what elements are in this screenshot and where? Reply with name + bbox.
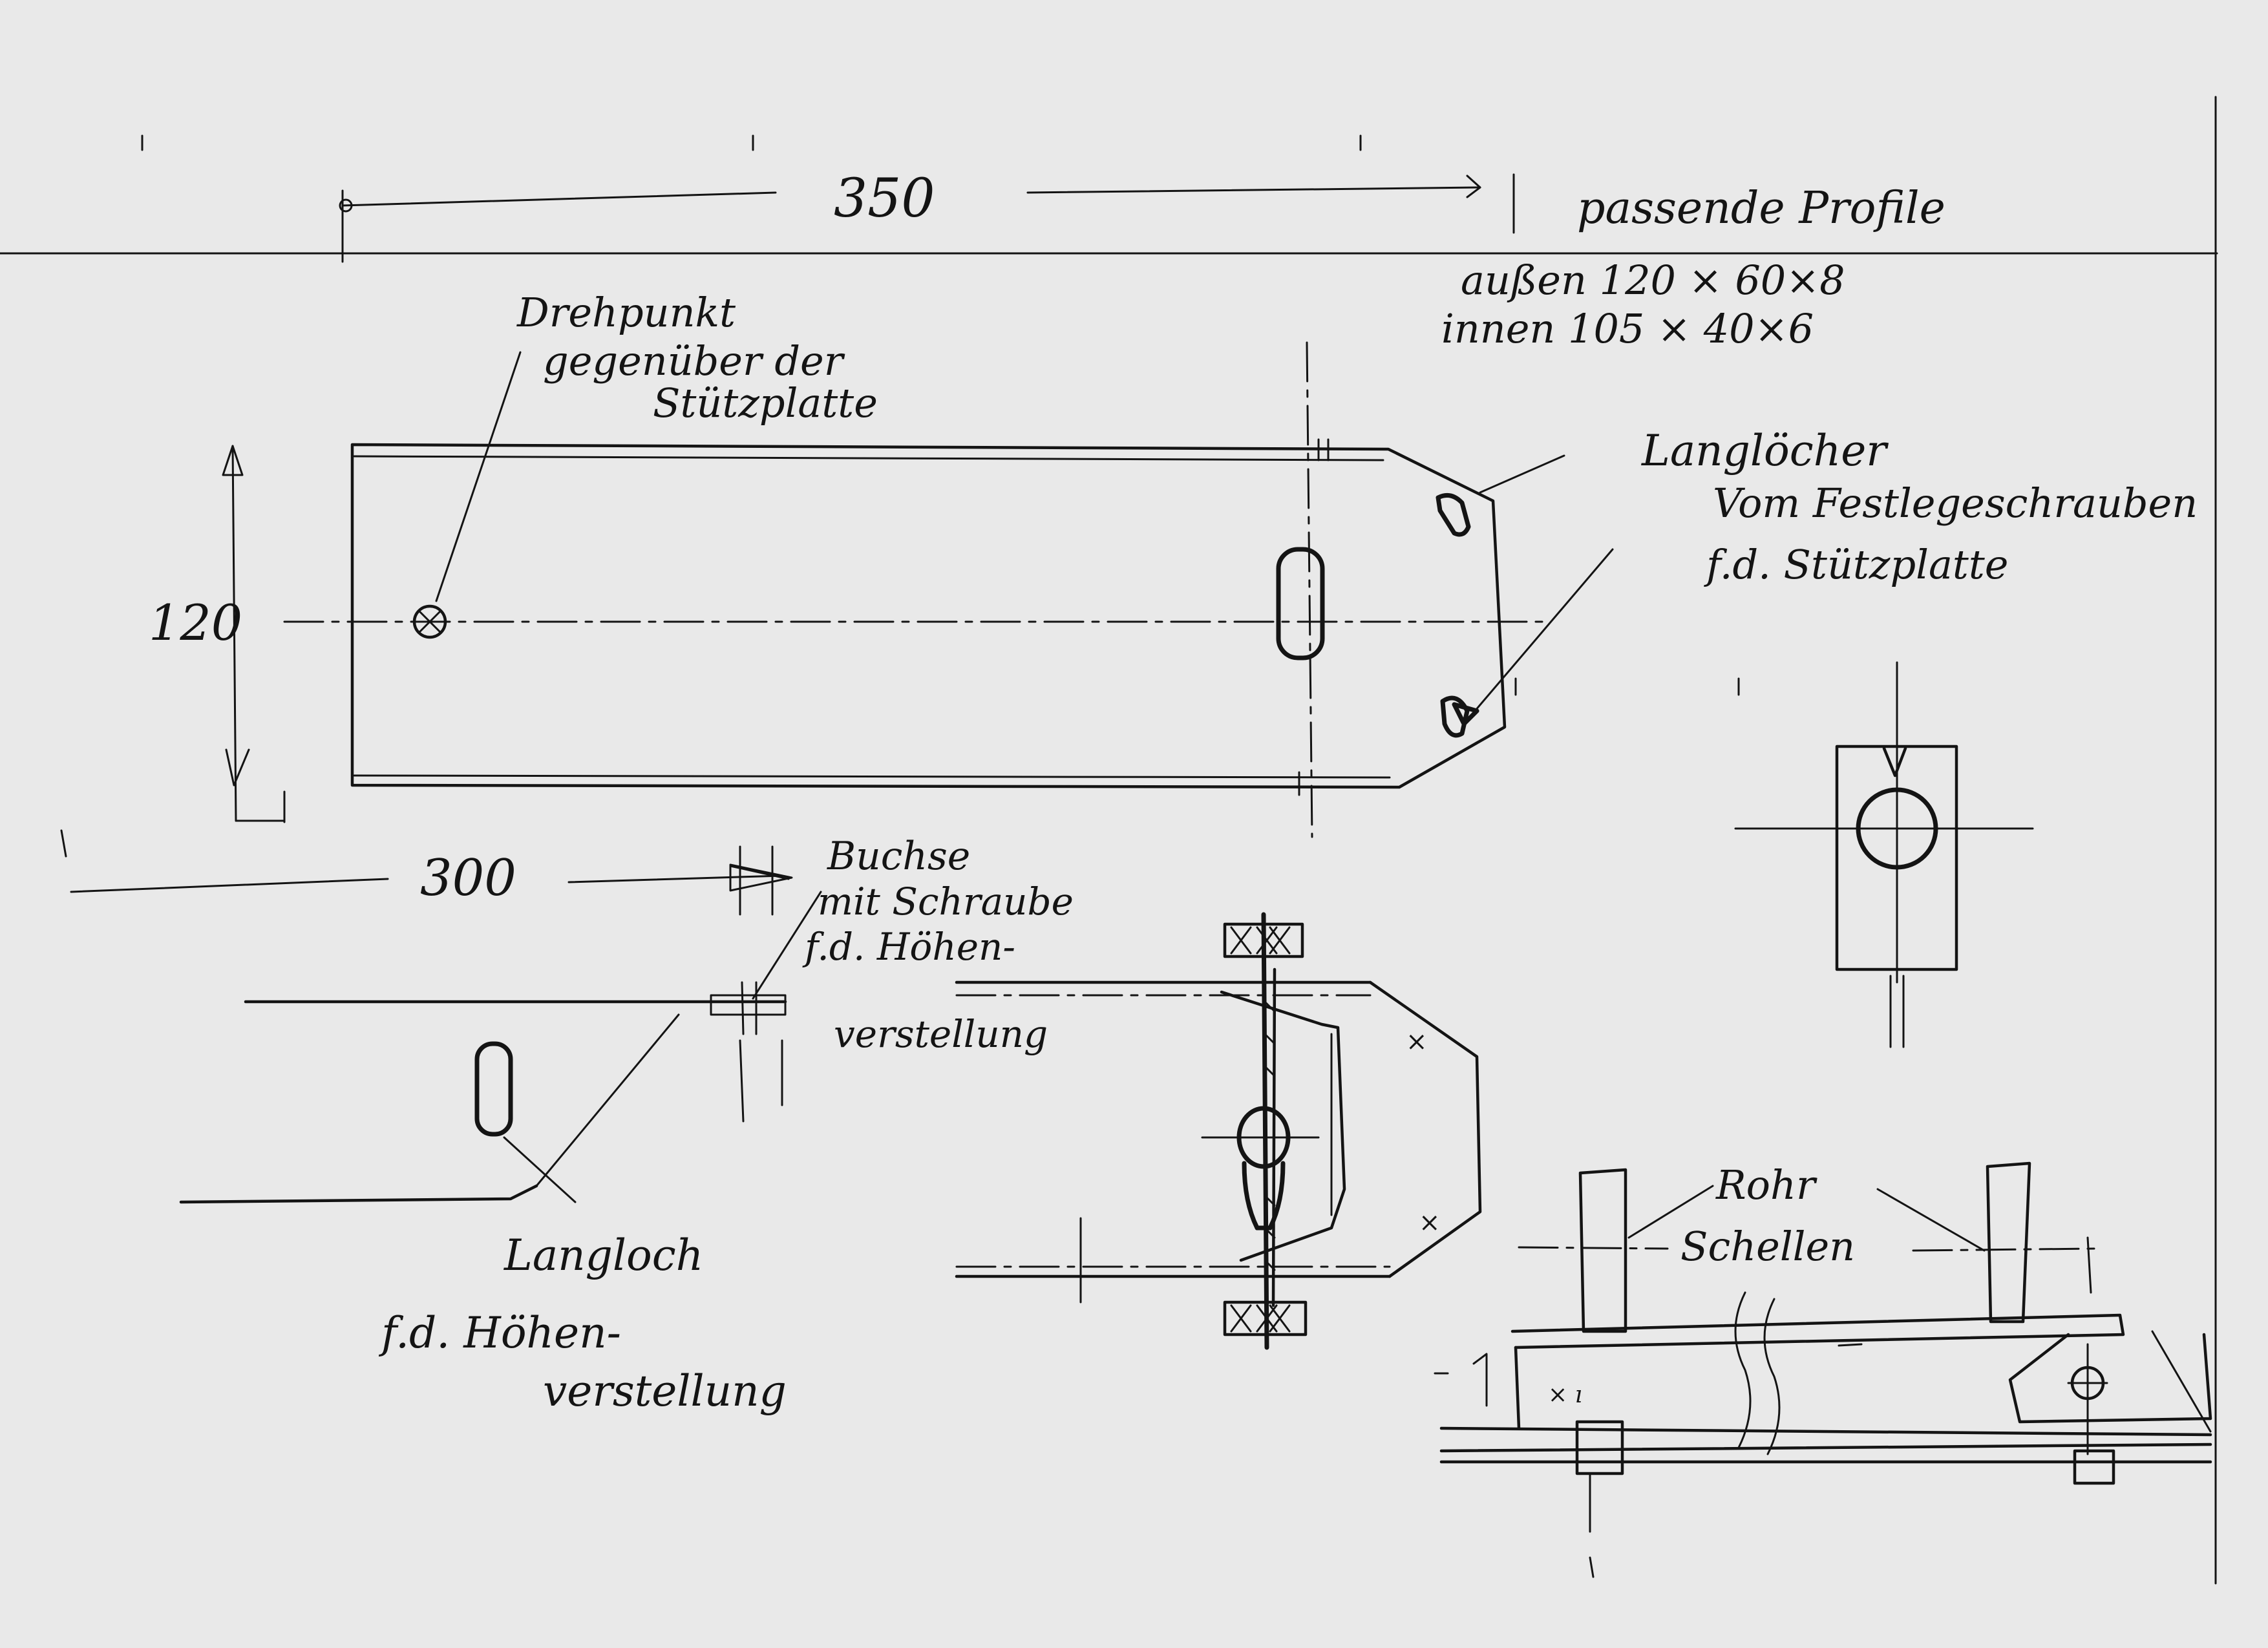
center-line [739,1039,745,1123]
hole-mark-x: × [1419,1208,1441,1238]
note-profile-aussen: außen 120 × 60×8 [1461,257,1845,304]
note-langloecher-line3: f.d. Stützplatte [1704,541,2008,588]
dimension-line-left [70,878,389,893]
vertical-center-line [1306,341,1313,838]
break-line [1734,1291,1752,1449]
slot-hole [1276,547,1325,660]
dimension-arrowhead [729,863,793,892]
note-buchse-line4: verstellung [834,1012,1048,1056]
bottom-nut-hatch [1230,1304,1291,1333]
plate-bottom-edge-inner [353,774,1391,779]
height-adjustment-assembly: × × [955,912,1482,1350]
plate-top-edge-inner [353,455,1384,461]
leader-line-lower [1463,548,1614,725]
dimension-300: 300 [60,829,793,916]
slot-hole-height [474,1041,513,1137]
note-langloecher: Langlöcher Vom Festlegeschrauben f.d. St… [1452,426,2198,726]
tick-mark [1838,1343,1863,1347]
pivot-cross [418,609,442,634]
dimension-terminator [339,198,353,213]
threaded-rod [1261,912,1269,1350]
clamp-bar [1510,1313,2125,1349]
clamp-assembly: × ı [1434,1161,2212,1578]
center-line-left [1518,1246,1669,1250]
plate-outline [350,443,1507,789]
note-langloch-line3: verstellung [543,1366,787,1416]
lever-outline [1220,990,1346,1262]
note-langloch-line2: f.d. Höhen- [378,1308,621,1358]
dimension-extension-left [60,829,67,858]
block-bevel-line [2151,1330,2212,1433]
dimension-120: 120 [149,445,286,823]
note-buchse-line1: Buchse [827,834,970,879]
note-profile-title: passende Profile [1577,183,1945,234]
dimension-arrow-bottom [225,748,250,787]
bolt-head-right [2073,1449,2115,1485]
note-langloch-line1: Langloch [503,1231,703,1280]
note-langloecher-line2: Vom Festlegeschrauben [1713,480,2198,527]
dimension-line-right [567,874,783,883]
note-drehpunkt-line3: Stützplatte [653,379,878,427]
dimension-arrow-top [222,445,244,476]
note-rohr-schellen: Rohr Schellen [1627,1161,1986,1270]
leader-line-left [1627,1185,1714,1239]
dimension-arrow [1466,186,1481,198]
note-drehpunkt: Drehpunkt gegenüber der Stützplatte [435,289,878,602]
clamp-bar-left-edge [1514,1346,1521,1430]
bolt-head-left [1575,1420,1624,1475]
nut-housing [1242,1161,1286,1231]
profile-notch [1882,746,1907,777]
note-rohr: Rohr [1715,1161,1818,1209]
dimension-120-label: 120 [149,594,242,651]
slot-hole-upper [1436,492,1471,537]
leader-line-buchse [535,1013,680,1187]
mark-x: × ı [1548,1382,1582,1408]
side-mark [1472,1353,1488,1407]
hole-mark-x: × [1406,1027,1428,1057]
center-line-right [1912,1247,2095,1252]
dimension-350: 350 [339,168,1515,263]
base-plate [1439,1426,2212,1464]
leader-line-upper [1479,454,1565,494]
bushing-center [741,981,745,1035]
plate-chamfer [1368,980,1482,1278]
end-view-profile [1734,661,2034,1048]
slot-hole-lower [1440,695,1470,738]
leader-line-langloch [503,1136,577,1203]
dimension-350-label: 350 [834,168,935,229]
pivot-point-symbol [412,604,447,639]
side-view-bracket [179,891,822,1204]
rohr-right [1986,1161,2031,1324]
right-tick [2086,1236,2092,1294]
note-langloch: Langloch f.d. Höhen- verstellung [378,1231,787,1416]
note-buchse-line3: f.d. Höhen- [802,925,1015,969]
scan-artifacts [0,96,2218,1585]
note-schellen: Schellen [1680,1223,1855,1270]
rohr-left [1578,1168,1627,1333]
note-buchse: Buchse mit Schraube f.d. Höhen- verstell… [802,834,1074,1056]
bushing [710,994,787,1016]
note-profile-innen: innen 105 × 40×6 [1441,305,1814,352]
dimension-300-label: 300 [420,849,516,907]
dimension-line-left [341,191,777,207]
note-profile: passende Profile außen 120 × 60×8 innen … [1441,183,1945,352]
top-view-plate [283,341,1553,838]
dimension-line-vertical [231,445,237,822]
dimension-line-right [1026,174,1481,194]
note-drehpunkt-line1: Drehpunkt [516,289,736,336]
bracket-bottom-edge [179,1184,538,1204]
leader-line [435,351,522,602]
break-line [1763,1298,1781,1455]
note-buchse-line2: mit Schraube [818,880,1074,924]
leader-line-right [1876,1188,1986,1252]
leader-line-buchse-note [752,891,822,1000]
clamp-right-block [2008,1333,2212,1424]
note-drehpunkt-line2: gegenüber der [543,337,845,385]
tick-mark [1589,1556,1595,1578]
top-nut-hatch [1230,926,1291,955]
leader-arrow [1452,702,1479,726]
note-langloecher-line1: Langlöcher [1641,426,1889,476]
